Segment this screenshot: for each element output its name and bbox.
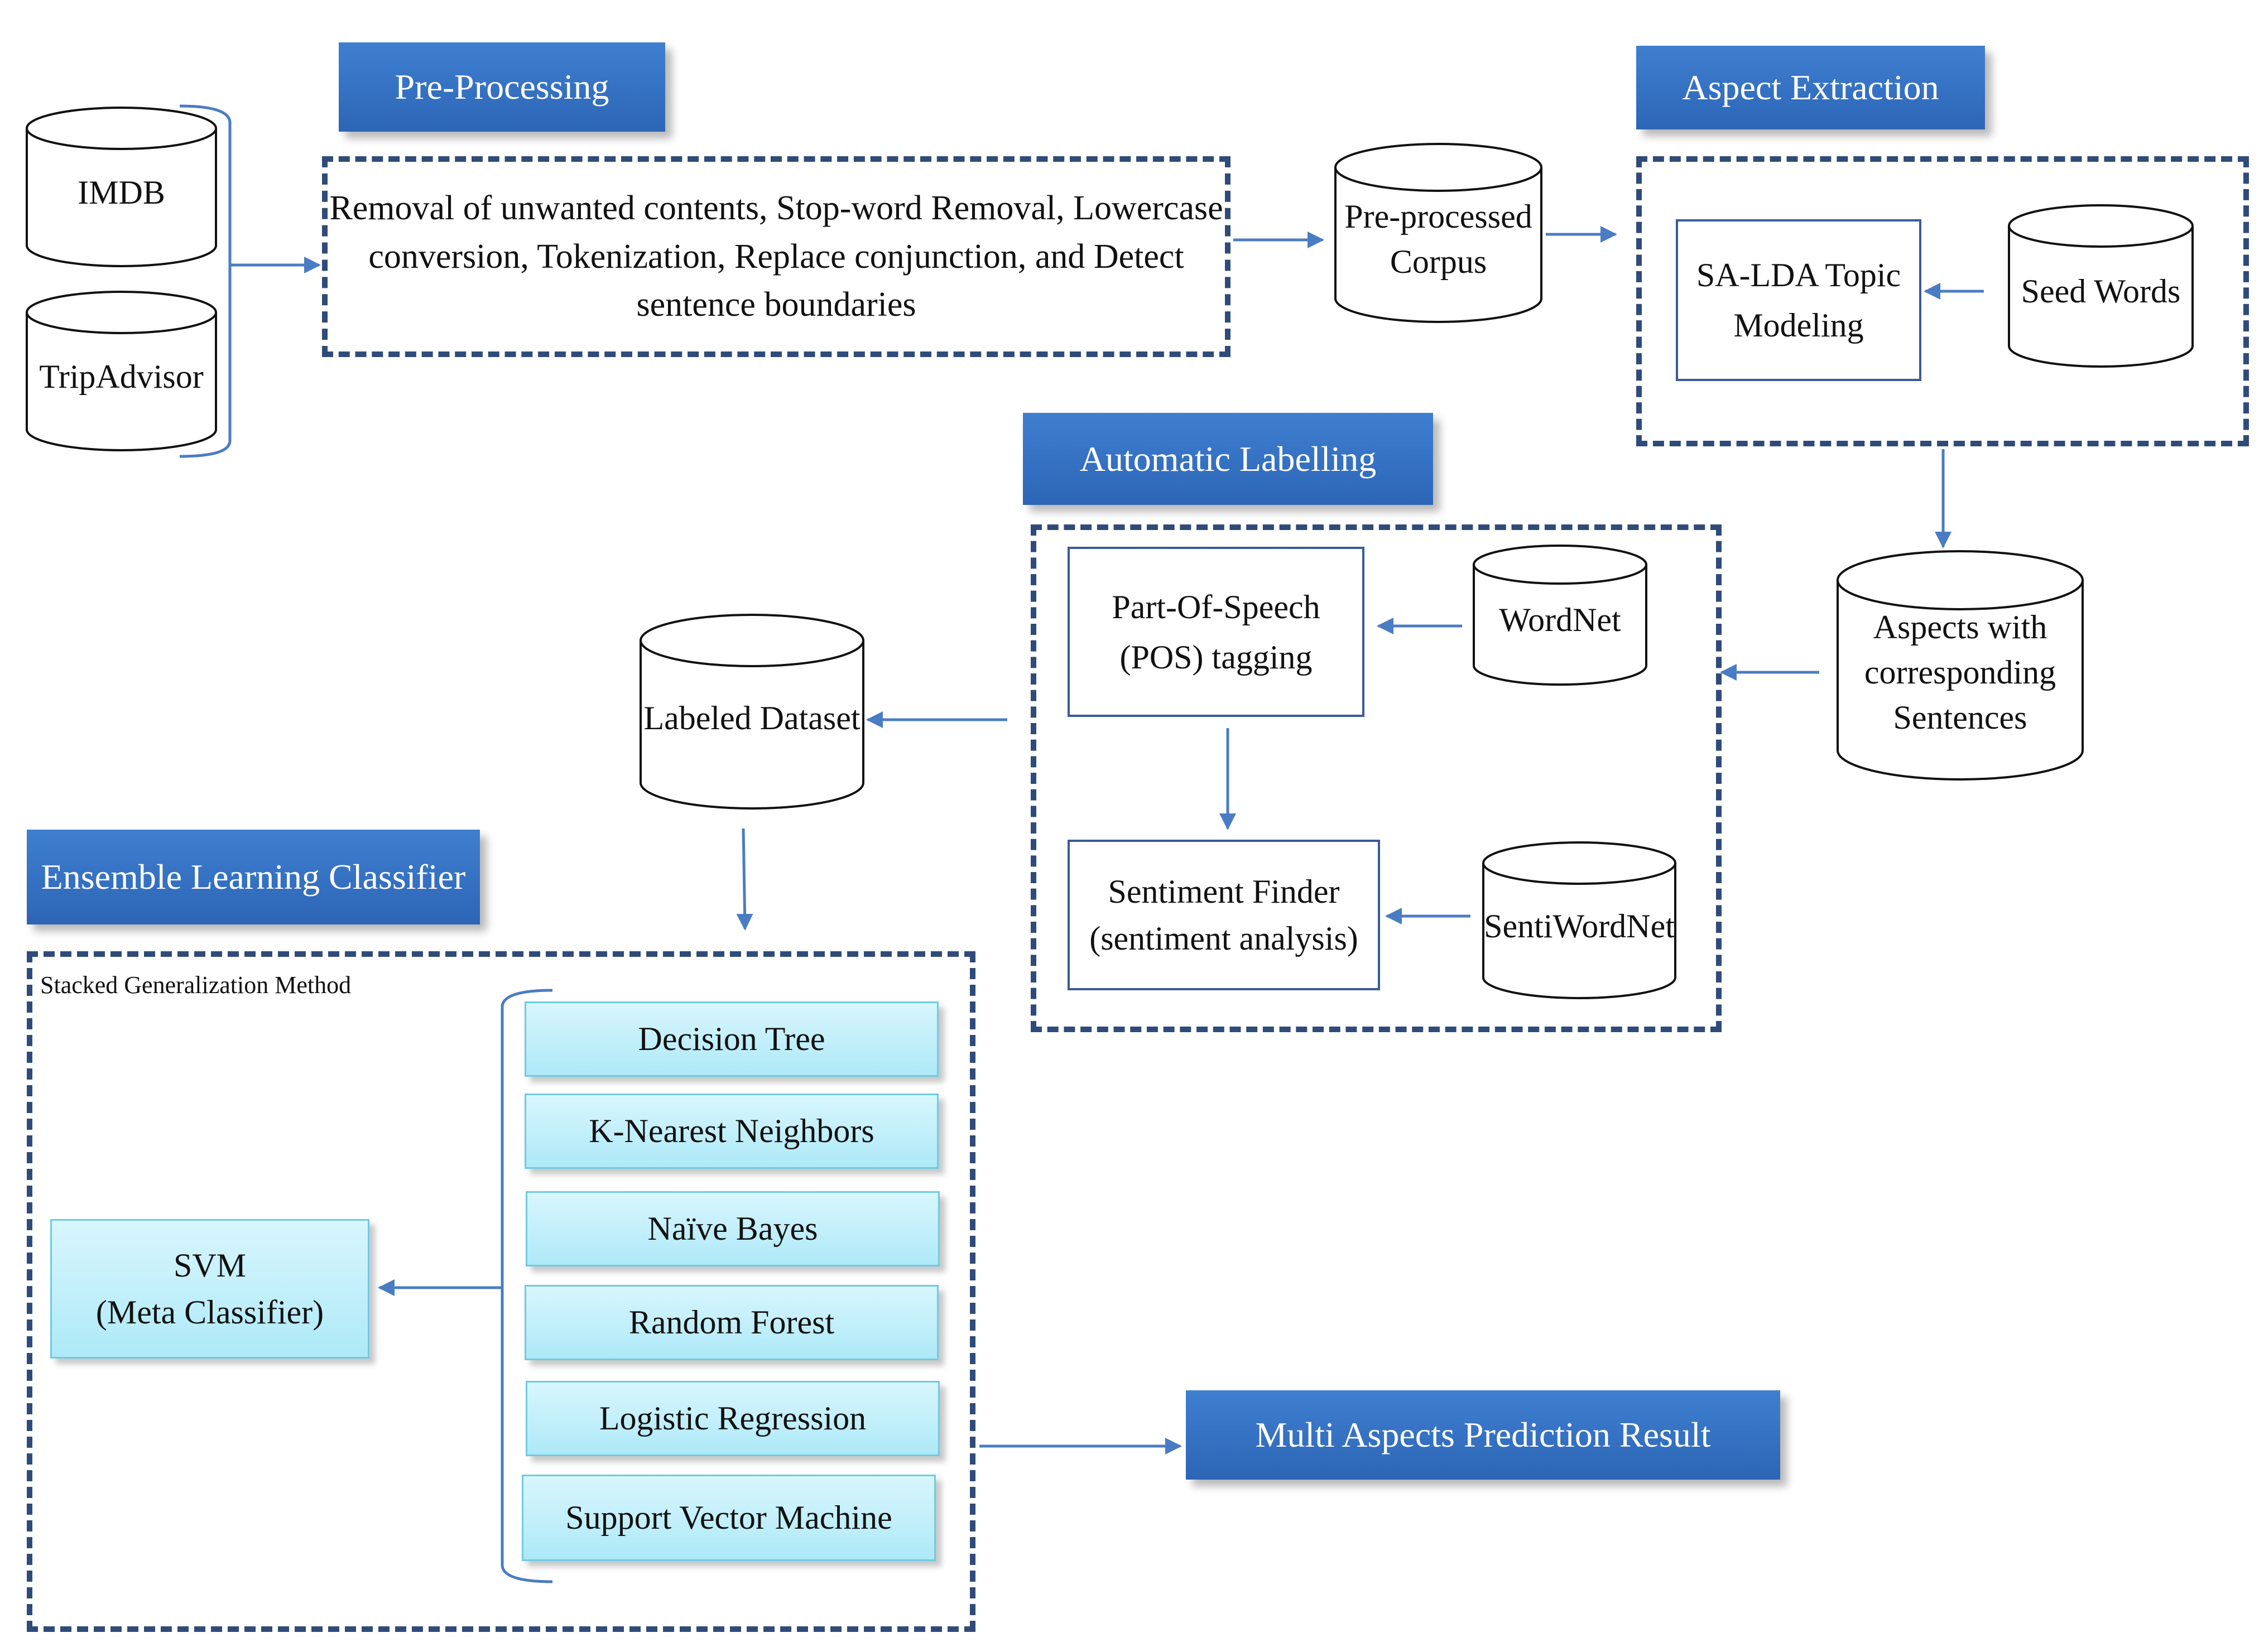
- header-pre-processing: Pre-Processing: [339, 42, 665, 132]
- automatic-labelling-group: [1031, 524, 1722, 1032]
- classifier-box: Decision Tree: [525, 1001, 939, 1077]
- database-sentiwordnet: SentiWordNet: [1482, 841, 1677, 1000]
- ensemble-group: [27, 951, 975, 1632]
- topic-model-line-1: SA-LDA Topic: [1696, 257, 1901, 293]
- meta-classifier-line-2: (Meta Classifier): [95, 1294, 324, 1331]
- source-bracket: [179, 104, 232, 458]
- aspect-extraction-group: [1636, 156, 2249, 446]
- sentiment-line-2: (sentiment analysis): [1089, 920, 1358, 957]
- aspects-label: Aspects with corresponding Sentences: [1864, 590, 2056, 741]
- pre-processing-step-line-3: sentence boundaries: [636, 286, 916, 324]
- pos-tagging-box: Part-Of-Speech (POS) tagging: [1068, 547, 1364, 717]
- header-ensemble-learning: Ensemble Learning Classifier: [27, 830, 480, 924]
- arrow-dataset-to-ensemble: [736, 828, 753, 931]
- database-imdb: IMDB: [25, 106, 218, 268]
- classifier-box: K-Nearest Neighbors: [525, 1094, 939, 1169]
- pre-processing-step-line-1: Removal of unwanted contents, Stop-word …: [329, 189, 1223, 227]
- svm-meta-classifier-box: SVM (Meta Classifier): [50, 1219, 369, 1359]
- database-wordnet: WordNet: [1472, 544, 1648, 686]
- classifier-box: Naïve Bayes: [526, 1191, 940, 1266]
- sentiwordnet-label: SentiWordNet: [1484, 907, 1675, 945]
- labeled-dataset-label: Labeled Dataset: [643, 700, 861, 737]
- classifier-bracket: [501, 989, 553, 1583]
- aspects-label-line-1: Aspects with: [1873, 609, 2047, 646]
- classifier-box: Support Vector Machine: [522, 1475, 936, 1561]
- database-seed-words: Seed Words: [2007, 204, 2194, 368]
- header-result: Multi Aspects Prediction Result: [1186, 1390, 1780, 1480]
- tripadvisor-label: TripAdvisor: [39, 358, 204, 395]
- database-pre-processed-corpus: Pre-processed Corpus: [1334, 142, 1543, 324]
- pre-processing-step-line-2: conversion, Tokenization, Replace conjun…: [368, 237, 1184, 276]
- classifier-box: Random Forest: [525, 1285, 939, 1360]
- header-aspect-extraction: Aspect Extraction: [1636, 46, 1985, 129]
- sentiment-finder-box: Sentiment Finder (sentiment analysis): [1068, 840, 1380, 990]
- pre-processing-steps-box: Removal of unwanted contents, Stop-word …: [322, 156, 1230, 357]
- database-labeled-dataset: Labeled Dataset: [639, 613, 865, 811]
- corpus-label: Pre-processed Corpus: [1344, 181, 1532, 285]
- aspects-label-line-2: corresponding: [1864, 654, 2056, 691]
- pos-line-1: Part-Of-Speech: [1112, 588, 1320, 625]
- meta-classifier-line-1: SVM: [173, 1247, 247, 1284]
- corpus-label-line-1: Pre-processed: [1344, 198, 1532, 235]
- topic-model-line-2: Modeling: [1733, 307, 1864, 344]
- sentiment-line-1: Sentiment Finder: [1108, 873, 1340, 910]
- aspects-label-line-3: Sentences: [1893, 699, 2027, 736]
- imdb-label: IMDB: [78, 174, 165, 211]
- wordnet-label: WordNet: [1499, 601, 1621, 639]
- database-aspects-with-sentences: Aspects with corresponding Sentences: [1836, 550, 2084, 781]
- corpus-label-line-2: Corpus: [1390, 243, 1487, 280]
- header-automatic-labelling: Automatic Labelling: [1023, 413, 1433, 505]
- database-tripadvisor: TripAdvisor: [25, 290, 218, 452]
- pos-line-2: (POS) tagging: [1119, 638, 1313, 676]
- seed-words-label: Seed Words: [2021, 273, 2181, 310]
- stacked-generalization-label: Stacked Generalization Method: [40, 971, 352, 999]
- classifier-box: Logistic Regression: [526, 1381, 940, 1456]
